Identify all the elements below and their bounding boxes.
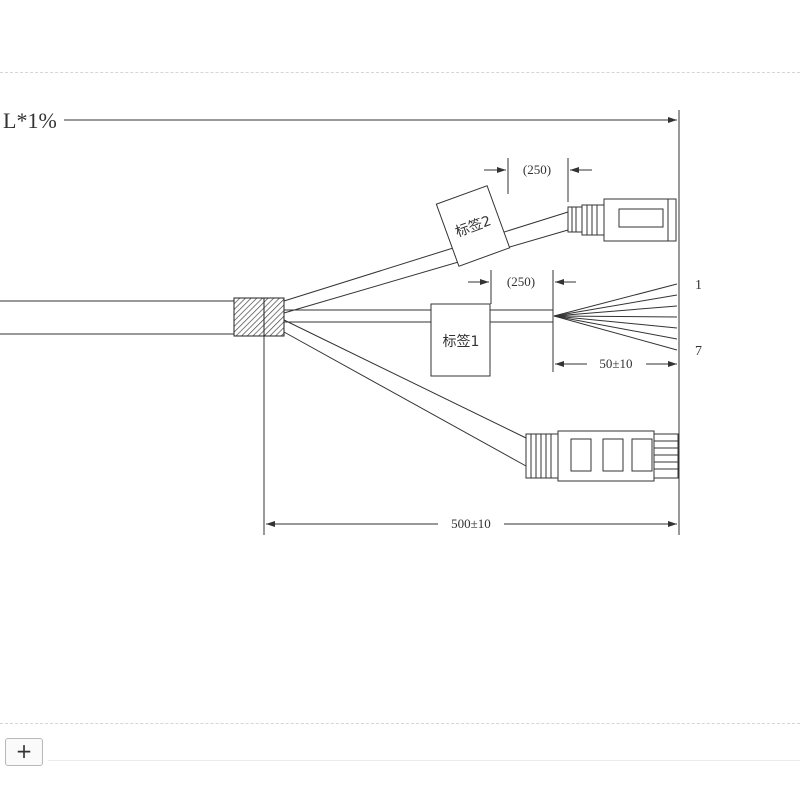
bottom-dashed-border: [0, 723, 800, 724]
tag-1-label: 标签1: [443, 333, 480, 350]
dim-wire-length-label: 50±10: [599, 356, 632, 371]
overall-length-label: L*1%: [3, 108, 57, 133]
sheet-bar-divider: [48, 760, 800, 761]
top-dashed-border: [0, 72, 800, 73]
wire-number-start: 1: [695, 278, 702, 293]
add-sheet-button[interactable]: +: [5, 738, 43, 766]
tag-2: 标签2: [435, 185, 511, 267]
tag-1: [430, 303, 491, 377]
upper-branch-top: [283, 211, 569, 302]
dim-breakout-length-label: 500±10: [451, 516, 491, 531]
small-connector: [567, 198, 677, 242]
dim-250-lower-label: (250): [507, 274, 535, 289]
lower-branch-bottom: [283, 331, 527, 467]
upper-branch-bottom: [283, 229, 569, 314]
dim-250-upper-label: (250): [523, 162, 551, 177]
big-connector: [525, 430, 679, 482]
wire-number-end: 7: [695, 344, 702, 359]
lower-branch-top: [283, 319, 527, 439]
wire-fan: [552, 283, 678, 351]
breakout-boot: [233, 297, 285, 337]
